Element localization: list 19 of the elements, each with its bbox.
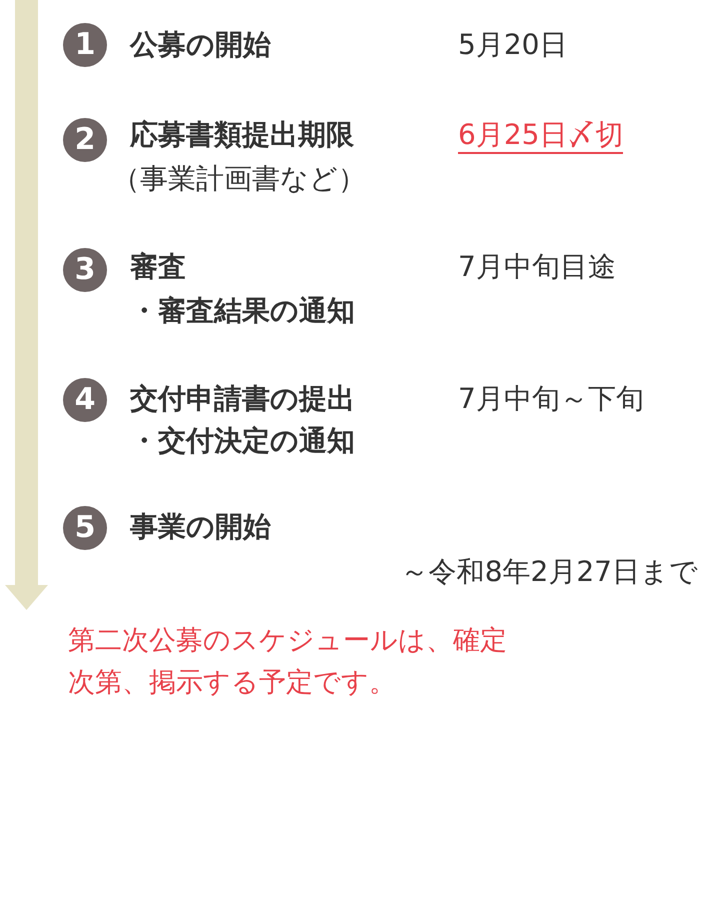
step-number-circle: 3	[63, 248, 107, 292]
step-date: 5月20日	[458, 28, 568, 62]
step-date: 7月中旬目途	[458, 250, 616, 284]
step-title: 審査	[130, 250, 186, 284]
step-number-circle: 5	[63, 506, 107, 550]
step-number-circle: 1	[63, 23, 107, 67]
step-title: 交付申請書の提出	[130, 382, 355, 416]
step-title: ・交付決定の通知	[130, 424, 355, 458]
deadline-date: 6月25日〆切	[458, 118, 624, 154]
step-title: 公募の開始	[130, 28, 271, 62]
step-number-circle: 2	[63, 118, 107, 162]
step-number-circle: 4	[63, 378, 107, 422]
step-title: ・審査結果の通知	[130, 294, 355, 328]
step-title: 事業の開始	[130, 510, 271, 544]
step-title: 応募書類提出期限	[130, 118, 354, 152]
step-note: （事業計画書など）	[112, 162, 366, 196]
end-date: ～令和8年2月27日まで	[400, 555, 698, 589]
note-text: 第二次公募のスケジュールは、確定次第、掲示する予定です。	[68, 624, 508, 700]
step-date: 7月中旬～下旬	[458, 382, 644, 416]
